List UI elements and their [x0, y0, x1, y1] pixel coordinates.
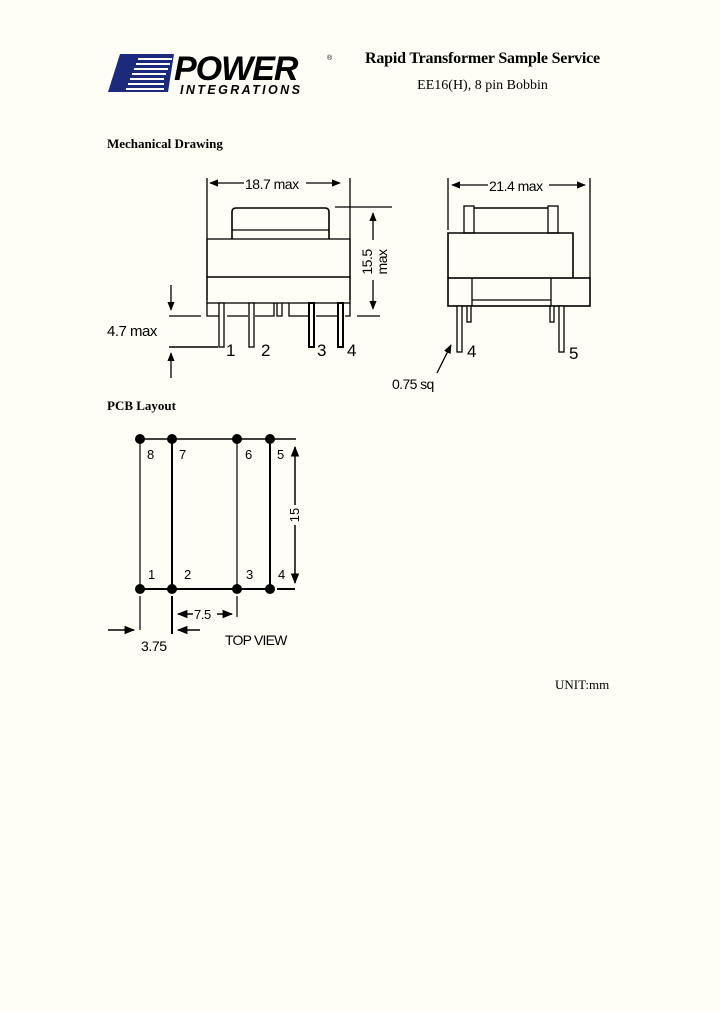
- pcb-offset-label: 3.75: [141, 638, 167, 654]
- front-pin-1: 1: [226, 341, 235, 360]
- front-view: [167, 178, 392, 378]
- front-pin-2: 2: [261, 341, 270, 360]
- logo-text-integrations: INTEGRATIONS: [180, 83, 302, 97]
- pad-6: [232, 434, 242, 444]
- logo-text-power: POWER: [174, 52, 299, 88]
- pad-4: [265, 584, 275, 594]
- side-pin-4: 4: [467, 342, 476, 361]
- pad-7: [167, 434, 177, 444]
- pad-3: [232, 584, 242, 594]
- front-height-suffix: max: [374, 249, 390, 274]
- pin-length-label: 4.7 max: [107, 323, 158, 340]
- pcb-label-3: 3: [246, 567, 253, 582]
- side-view: [436, 178, 591, 374]
- pin-size-label: 0.75 sq: [392, 376, 434, 392]
- pcb-pads: [135, 434, 275, 594]
- pcb-layout-heading: PCB Layout: [107, 398, 176, 413]
- top-view-label: TOP VIEW: [225, 632, 288, 648]
- front-height-value: 15.5: [359, 249, 375, 275]
- pcb-label-4: 4: [278, 567, 285, 582]
- power-integrations-logo: POWER INTEGRATIONS ®: [108, 50, 338, 100]
- page-title: Rapid Transformer Sample Service: [365, 50, 600, 67]
- mechanical-drawing-heading: Mechanical Drawing: [107, 136, 223, 151]
- front-pin-4: 4: [347, 341, 356, 360]
- side-pin-5: 5: [569, 344, 578, 363]
- pad-2: [167, 584, 177, 594]
- page-subtitle: EE16(H), 8 pin Bobbin: [417, 78, 548, 93]
- pcb-label-7: 7: [179, 447, 186, 462]
- side-width-label: 21.4 max: [489, 178, 543, 194]
- front-pin-3: 3: [317, 341, 326, 360]
- pad-1: [135, 584, 145, 594]
- pcb-row-spacing-label: 15: [287, 508, 302, 522]
- pcb-pitch-label: 7.5: [194, 607, 211, 622]
- pcb-label-6: 6: [245, 447, 252, 462]
- pad-5: [265, 434, 275, 444]
- front-width-label: 18.7 max: [245, 176, 299, 192]
- pcb-label-1: 1: [148, 567, 155, 582]
- pcb-label-8: 8: [147, 447, 154, 462]
- pcb-layout: [108, 438, 300, 635]
- logo-graphic: POWER INTEGRATIONS ®: [108, 50, 333, 97]
- pcb-label-5: 5: [277, 447, 284, 462]
- pcb-label-2: 2: [184, 567, 191, 582]
- unit-label: UNIT:mm: [555, 677, 610, 692]
- pad-8: [135, 434, 145, 444]
- registered-mark: ®: [327, 54, 333, 62]
